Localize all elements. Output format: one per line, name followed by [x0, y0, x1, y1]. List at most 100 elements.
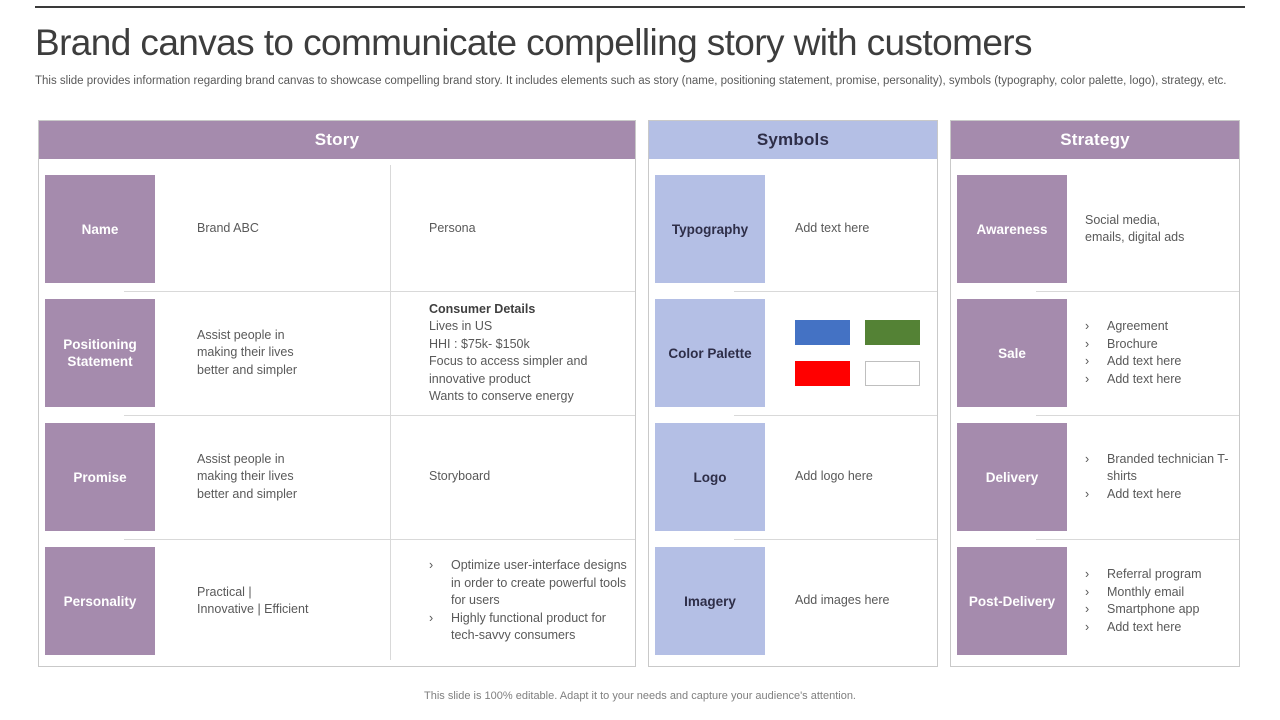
table-header-story: Story: [39, 121, 635, 159]
cell-text: Lives in US: [429, 319, 493, 333]
bullet-text: Add text here: [1107, 371, 1182, 386]
page-title: Brand canvas to communicate compelling s…: [35, 22, 1033, 63]
bullet-item: › Branded technician T-shirts: [1085, 451, 1231, 486]
chevron-bullet-icon: ›: [1085, 336, 1090, 351]
bullet-text: Brochure: [1107, 336, 1158, 351]
color-palette-swatches: [795, 320, 929, 386]
cell-text: making their lives: [197, 345, 294, 360]
chevron-bullet-icon: ›: [1085, 584, 1090, 599]
bullet-item[interactable]: › Add text here: [1085, 486, 1231, 504]
table-row: Sale›Agreement›Brochure›Add text here›Ad…: [951, 291, 1239, 415]
row-label-color-palette: Color Palette: [655, 299, 765, 407]
chevron-bullet-icon: ›: [1085, 371, 1090, 386]
table-row: Personality Practical | Innovative | Effic…: [39, 539, 635, 663]
chevron-bullet-icon: ›: [1085, 451, 1090, 466]
bullet-item: ›Highly functional product for tech-savv…: [429, 610, 627, 645]
cell-text: HHI : $75k- $150k: [429, 336, 530, 351]
bullet-item: › Referral program: [1085, 566, 1231, 584]
cell-text: innovative product: [429, 371, 531, 386]
bullet-item: › Agreement: [1085, 318, 1231, 336]
bullet-text: Referral program: [1107, 567, 1202, 581]
color-swatch[interactable]: [865, 361, 920, 386]
cell-text: Social media,: [1085, 212, 1161, 227]
cell-text: Assist people in: [197, 451, 285, 466]
bullet-text: Add text here: [1107, 354, 1182, 368]
cell-text: Storyboard: [429, 469, 491, 484]
placeholder-text[interactable]: Add text here: [795, 221, 870, 236]
bullet-item[interactable]: ›Add text here: [1085, 353, 1231, 371]
bullet-item: ›Optimize user-interface designs in orde…: [429, 557, 627, 610]
column-divider: [390, 165, 391, 660]
bullet-item: › Brochure: [1085, 336, 1231, 354]
table-body-strategy: Awareness Social media, emails, digital ad…: [951, 159, 1239, 666]
bullet-item[interactable]: ›Add text here: [1085, 619, 1231, 637]
table-row: Imagery Add images here: [649, 539, 937, 663]
chevron-bullet-icon: ›: [1085, 319, 1090, 333]
table-row: Positioning Statement Assist people in mak…: [39, 291, 635, 415]
row-label-logo: Logo: [655, 423, 765, 531]
slide-description: This slide provides information regardin…: [35, 75, 1227, 87]
row-label-post-delivery: Post-Delivery: [957, 547, 1067, 655]
placeholder-text[interactable]: Add images here: [795, 593, 890, 608]
placeholder-text[interactable]: Add logo here: [795, 469, 873, 484]
row-cell: Practical | Innovative | Efficient: [155, 584, 403, 619]
bullet-item: › Monthly email: [1085, 584, 1231, 602]
row-label-sale: Sale: [957, 299, 1067, 407]
cell-text: better and simpler: [197, 362, 298, 377]
table-header-symbols: Symbols: [649, 121, 937, 159]
cell-text: Persona: [429, 221, 476, 236]
row-label-positioning-statement: Positioning Statement: [45, 299, 155, 407]
row-cell: Add images here: [765, 592, 937, 610]
cell-text: better and simpler: [197, 486, 298, 501]
bullet-text: Smartphone app: [1107, 602, 1200, 616]
cell-text: making their lives: [197, 469, 294, 484]
chevron-bullet-icon: ›: [1085, 486, 1090, 501]
chevron-bullet-icon: ›: [1085, 602, 1090, 616]
row-label-imagery: Imagery: [655, 547, 765, 655]
table-row: Color Palette: [649, 291, 937, 415]
color-swatch[interactable]: [795, 320, 850, 345]
bullet-text: Add text here: [1107, 486, 1182, 501]
bullet-text: Add text here: [1107, 619, 1182, 634]
swatch-row: [795, 361, 929, 386]
row-cell: Assist people in making their lives better…: [155, 451, 403, 504]
row-cell: Add logo here: [765, 468, 937, 486]
row-label-typography: Typography: [655, 175, 765, 283]
top-accent-bar: [35, 6, 1245, 8]
bullet-text: Agreement: [1107, 319, 1169, 333]
cell-text: emails, digital ads: [1085, 230, 1185, 244]
row-cell: Assist people in making their lives better…: [155, 327, 403, 380]
bullet-item: › Smartphone app: [1085, 601, 1231, 619]
color-swatch[interactable]: [795, 361, 850, 386]
swatch-row: [795, 320, 929, 345]
row-label-delivery: Delivery: [957, 423, 1067, 531]
table-header-strategy: Strategy: [951, 121, 1239, 159]
cell-text: Assist people in: [197, 327, 285, 342]
bullet-item[interactable]: › Add text here: [1085, 371, 1231, 389]
cell-text: Focus to access simpler and: [429, 354, 588, 368]
cell-text: Innovative | Efficient: [197, 602, 309, 616]
cell-text: Brand ABC: [197, 221, 259, 236]
row-cell: Brand ABC: [155, 220, 403, 238]
row-label-name: Name: [45, 175, 155, 283]
bullet-text: Branded technician T-shirts: [1107, 451, 1229, 484]
row-label-awareness: Awareness: [957, 175, 1067, 283]
bullet-text: Monthly email: [1107, 584, 1185, 599]
row-label-promise: Promise: [45, 423, 155, 531]
row-cell: ›Optimize user-interface designs in orde…: [403, 557, 635, 645]
row-cell: Persona: [403, 220, 635, 238]
color-swatch[interactable]: [865, 320, 920, 345]
cell-text: Practical |: [197, 584, 252, 599]
chevron-bullet-icon: ›: [1085, 567, 1090, 581]
cell-heading: Consumer Details: [429, 301, 536, 316]
row-label-personality: Personality: [45, 547, 155, 655]
row-cell: Add text here: [765, 220, 937, 238]
row-cell: [765, 320, 937, 386]
table-row: Delivery › Branded technician T-shirts › Add…: [951, 415, 1239, 539]
